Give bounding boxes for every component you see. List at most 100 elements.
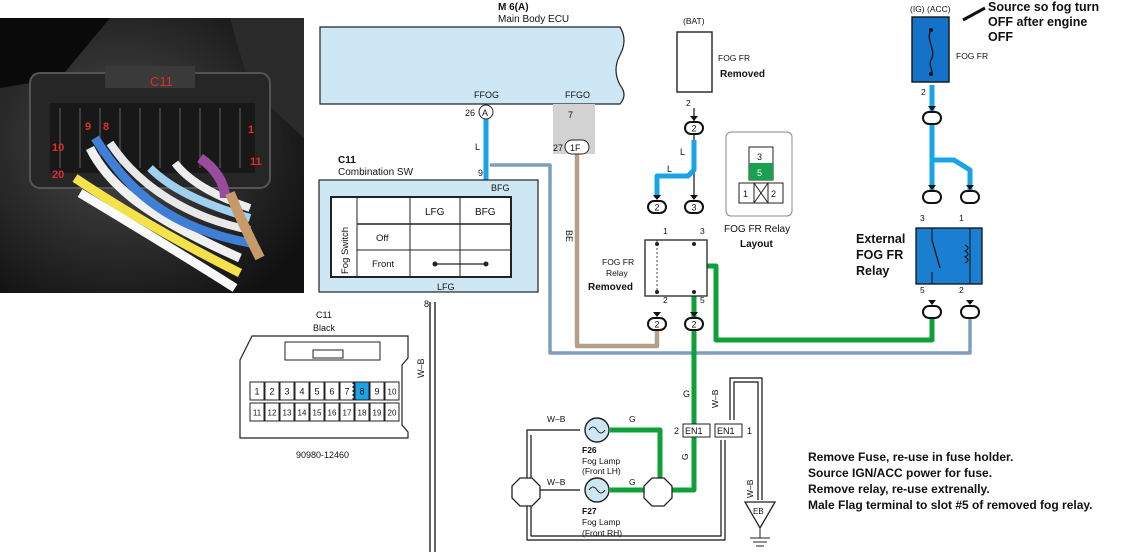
terminal-plug: [684, 317, 704, 331]
wire-label-l-bat: L: [680, 147, 685, 157]
wire-label-l-ecu: L: [475, 142, 480, 152]
relay-layout-caption-1: FOG FR Relay: [724, 224, 790, 235]
ext-relay-pin-5: 5: [920, 285, 925, 295]
connector-pin-cell: [339, 402, 355, 422]
junction-en1-b: EN1 1: [714, 423, 752, 438]
external-relay-label: External FOG FR Relay: [856, 231, 905, 279]
fog-fr-relay: FOG FR Relay Removed 1 3 2 5 L L G: [588, 147, 708, 399]
ig-pin-2: 2: [921, 87, 926, 97]
combination-sw-bfg: BFG: [491, 183, 510, 193]
fog-lamp-f27: W–B G F27 Fog Lamp (Front RH): [547, 477, 636, 538]
ext-relay-pin-2: 2: [959, 285, 964, 295]
junction-en1-a: EN1 2: [674, 423, 711, 438]
top-note: Source so fog turn OFF after engine OFF: [988, 0, 1099, 45]
f27-name: Fog Lamp: [582, 517, 621, 527]
f27-wb: W–B: [547, 477, 566, 487]
en1-b-pin: 1: [747, 426, 752, 436]
connector-face-color: Black: [313, 323, 336, 333]
connector-pin-cell: [384, 381, 400, 401]
f27-side: (Front RH): [582, 528, 622, 538]
terminal-arrow: [690, 312, 698, 317]
relay-layout-caption-2: Layout: [740, 239, 773, 250]
connector-pin-label: 4: [299, 387, 304, 397]
connector-pin-label: 14: [298, 409, 307, 418]
note-line: Male Flag terminal to slot #5 of removed…: [808, 498, 1093, 512]
switch-row-off: Off: [376, 233, 389, 244]
relay-layout-pin-5: 5: [757, 168, 762, 178]
terminal-plug-label: 3: [691, 203, 696, 213]
connector-pin-label: 9: [374, 387, 379, 397]
connector-pin-label: 8: [359, 387, 364, 397]
ground-label: EB: [753, 507, 764, 516]
connector-pin-label: 20: [388, 409, 397, 418]
ecu-pin-1f: 7 1F 27: [553, 110, 590, 155]
relay-layout-pin-3: 3: [757, 152, 762, 162]
f27-id: F27: [582, 506, 597, 516]
photo-pin-20: 20: [52, 169, 64, 181]
top-note-line: OFF after engine: [988, 15, 1088, 29]
fog-relay-pin-1: 1: [663, 226, 668, 236]
wire-label-be: BE: [564, 230, 574, 242]
bat-fuse-removed: Removed: [720, 69, 765, 80]
terminal-plug: [960, 305, 980, 319]
f26-wb: W–B: [547, 414, 566, 424]
connector-pin-label: 15: [313, 409, 322, 418]
ecu-pin-26: 26: [465, 108, 475, 118]
fog-relay-pin-2: 2: [663, 295, 668, 305]
joint-left: [511, 477, 541, 507]
f27-g: G: [629, 477, 636, 487]
connector-pin-label: 6: [329, 387, 334, 397]
connector-pin-cell: [264, 402, 280, 422]
external-relay-label-line: FOG FR: [856, 248, 904, 262]
connector-pin-cell: [384, 402, 400, 422]
terminal-arrow: [653, 312, 661, 317]
connector-pin-label: 10: [388, 388, 397, 397]
connector-pin-cell: [309, 402, 325, 422]
combination-switch: C11 Combination SW 9 BFG LFG BFG Fog Swi…: [318, 155, 539, 309]
connector-pin-cell: [369, 381, 385, 401]
photo-pin-10: 10: [52, 142, 64, 154]
fog-lamp-f26: W–B G F26 Fog Lamp (Front LH): [547, 414, 636, 476]
wire-wb-frame-outer: [526, 429, 726, 541]
external-relay-label-line: Relay: [856, 264, 890, 278]
connector-pin-cell: [249, 381, 265, 401]
wire-label-wb-ground: W–B: [745, 479, 755, 498]
connector-pin-cell: [354, 402, 370, 422]
connector-part-number: 90980-12460: [296, 450, 349, 460]
terminal-arrow: [690, 195, 698, 200]
ecu-pin-ffgo: FFGO: [565, 90, 590, 100]
combination-sw-bottom-lfg: LFG: [437, 282, 455, 292]
connector-pin-cell: [294, 381, 310, 401]
wire-label-g: G: [683, 389, 690, 399]
bat-fuse: (BAT) FOG FR Removed 2: [676, 16, 765, 108]
f26-side: (Front LH): [582, 466, 621, 476]
combination-sw-pin-8: 8: [424, 299, 429, 309]
terminal-plug: [922, 305, 942, 319]
ig-label: (IG) (ACC): [910, 4, 951, 14]
en1-a-label: EN1: [685, 426, 703, 436]
connector-pin-cell: [339, 381, 355, 401]
connector-pin-cell: [324, 402, 340, 422]
switch-table-head-lfg: LFG: [425, 207, 445, 218]
terminal-plug: [684, 121, 704, 135]
connector-pin-label: 17: [343, 409, 352, 418]
terminal-arrow: [928, 106, 936, 111]
ig-fuse-name: FOG FR: [956, 51, 988, 61]
fog-relay-removed: Removed: [588, 282, 633, 293]
ext-relay-pin-1: 1: [959, 213, 964, 223]
ecu-pin-a: A 26: [465, 104, 494, 120]
fog-relay-name-2: Relay: [606, 268, 628, 278]
connector-pin-cell: [369, 402, 385, 422]
ecu-pin-7: 7: [568, 110, 573, 120]
connector-pin-label: 18: [358, 409, 367, 418]
top-note-line: OFF: [988, 30, 1013, 44]
en1-a-pin: 2: [674, 426, 679, 436]
f26-id: F26: [582, 445, 597, 455]
ecu-pin-1f-label: 1F: [570, 143, 581, 153]
wire-wb-ground-2: [733, 381, 759, 500]
ecu-id: M 6(A): [498, 2, 529, 13]
connector-pin-cell: [264, 381, 280, 401]
photo-pin-8: 8: [103, 121, 109, 133]
